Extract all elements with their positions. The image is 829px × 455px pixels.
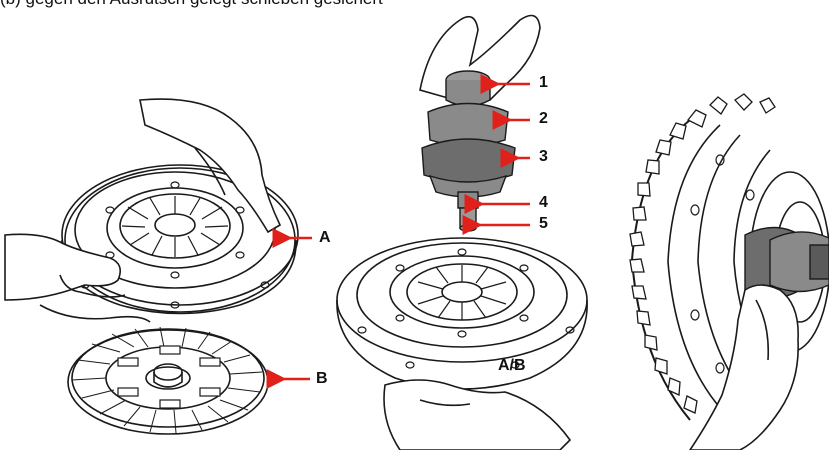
- hand-bottom-center: [384, 380, 570, 450]
- pressure-plate-center: [337, 238, 587, 389]
- callout-label-1: 1: [539, 74, 548, 92]
- callout-label-3: 3: [539, 148, 548, 166]
- caption-fragment: (b) gegen den Ausrutsch gelegt schieben …: [0, 0, 829, 9]
- clutch-disc-left: [68, 327, 268, 434]
- callout-label-ab: A/B: [498, 357, 526, 375]
- callout-label-5: 5: [539, 215, 548, 233]
- callout-label-a: A: [319, 229, 331, 247]
- callout-label-b: B: [316, 370, 328, 388]
- callout-label-2: 2: [539, 110, 548, 128]
- callout-label-4: 4: [539, 194, 548, 212]
- hands-left: [5, 99, 280, 322]
